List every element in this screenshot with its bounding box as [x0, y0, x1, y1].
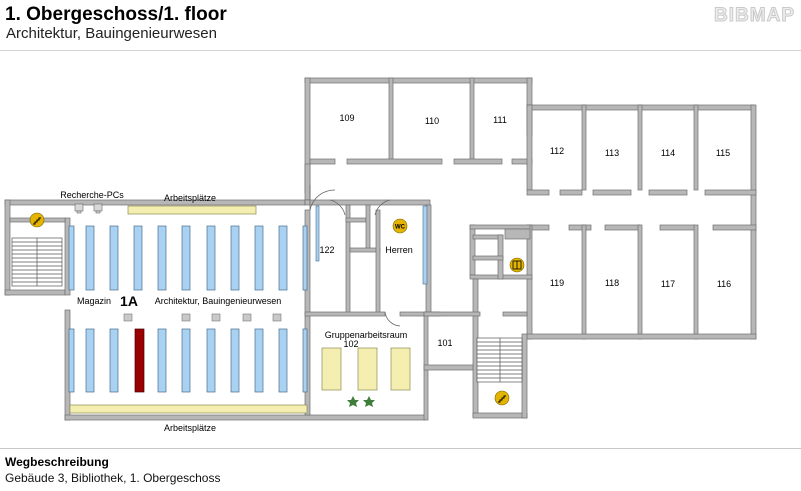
room-122-panel [315, 205, 320, 262]
computer-icon [74, 203, 103, 214]
group-table-1 [321, 347, 342, 391]
shelf-markers [123, 313, 282, 322]
shelf [181, 328, 191, 393]
arbeitsplaetze-table-top [127, 205, 257, 215]
walls [4, 77, 757, 421]
shelf [302, 225, 308, 291]
arbeitsplaetze-bottom-label: Arbeitsplätze [164, 423, 216, 433]
gruppenarbeitsraum-label: Gruppenarbeitsraum [325, 330, 408, 340]
magazin-label: Magazin [77, 296, 111, 306]
shelf [68, 225, 75, 291]
room-113: 113 [605, 148, 619, 158]
room-109: 109 [339, 113, 354, 123]
shelf [109, 225, 119, 291]
directions-title: Wegbeschreibung [5, 455, 109, 469]
shelf [133, 225, 143, 291]
stairs-icon [494, 390, 510, 406]
room-114: 114 [661, 148, 675, 158]
stairs-icon [29, 212, 45, 228]
highlighted-shelf-1a[interactable] [134, 328, 145, 393]
page-header: 1. Obergeschoss/1. floor Architektur, Ba… [0, 0, 801, 51]
door-swings [309, 185, 401, 327]
room-herren: Herren [385, 245, 413, 255]
herren-panel [422, 205, 428, 285]
shelf [206, 328, 216, 393]
shelf [157, 328, 167, 393]
section-label: Architektur, Bauingenieurwesen [155, 296, 282, 306]
staircases [11, 237, 523, 383]
shelf [181, 225, 191, 291]
shelf [254, 328, 264, 393]
room-102: 102 [343, 339, 358, 349]
wc-icon: WC [392, 218, 408, 234]
room-122: 122 [319, 245, 334, 255]
location-code-1a[interactable]: 1A [120, 293, 138, 309]
plant-icon [347, 396, 375, 407]
room-101: 101 [437, 338, 452, 348]
room-111: 111 [493, 115, 507, 125]
room-117: 117 [661, 279, 675, 289]
directions-text: Gebäude 3, Bibliothek, 1. Obergeschoss [5, 471, 221, 485]
group-table-3 [390, 347, 411, 391]
directions-footer: Wegbeschreibung Gebäude 3, Bibliothek, 1… [0, 448, 801, 485]
shelf [68, 328, 75, 393]
arbeitsplaetze-table-bottom [69, 404, 308, 414]
room-118: 118 [605, 278, 619, 288]
room-115: 115 [716, 148, 730, 158]
room-119: 119 [550, 278, 564, 288]
shelf [85, 328, 95, 393]
arbeitsplaetze-top-label: Arbeitsplätze [164, 193, 216, 203]
shelf [278, 328, 288, 393]
recherche-pcs-label: Recherche-PCs [60, 190, 124, 200]
shelves [68, 225, 308, 393]
shelf [278, 225, 288, 291]
shelf [230, 328, 240, 393]
page-title: 1. Obergeschoss/1. floor [5, 4, 227, 25]
shelf [206, 225, 216, 291]
shelf [254, 225, 264, 291]
elevator-icon [509, 257, 525, 273]
room-112: 112 [550, 146, 564, 156]
shelf [85, 225, 95, 291]
group-table-2 [357, 347, 378, 391]
shelf [230, 225, 240, 291]
svg-text:WC: WC [395, 225, 406, 231]
room-110: 110 [425, 116, 439, 126]
room-116: 116 [717, 279, 731, 289]
page-subtitle: Architektur, Bauingenieurwesen [6, 25, 217, 42]
floor-plan: WC 109 110 111 112 113 114 115 119 118 1… [4, 77, 757, 433]
shelf [302, 328, 308, 393]
shelf [157, 225, 167, 291]
bibmap-logo: BIBMAP [714, 5, 795, 27]
shelf [109, 328, 119, 393]
